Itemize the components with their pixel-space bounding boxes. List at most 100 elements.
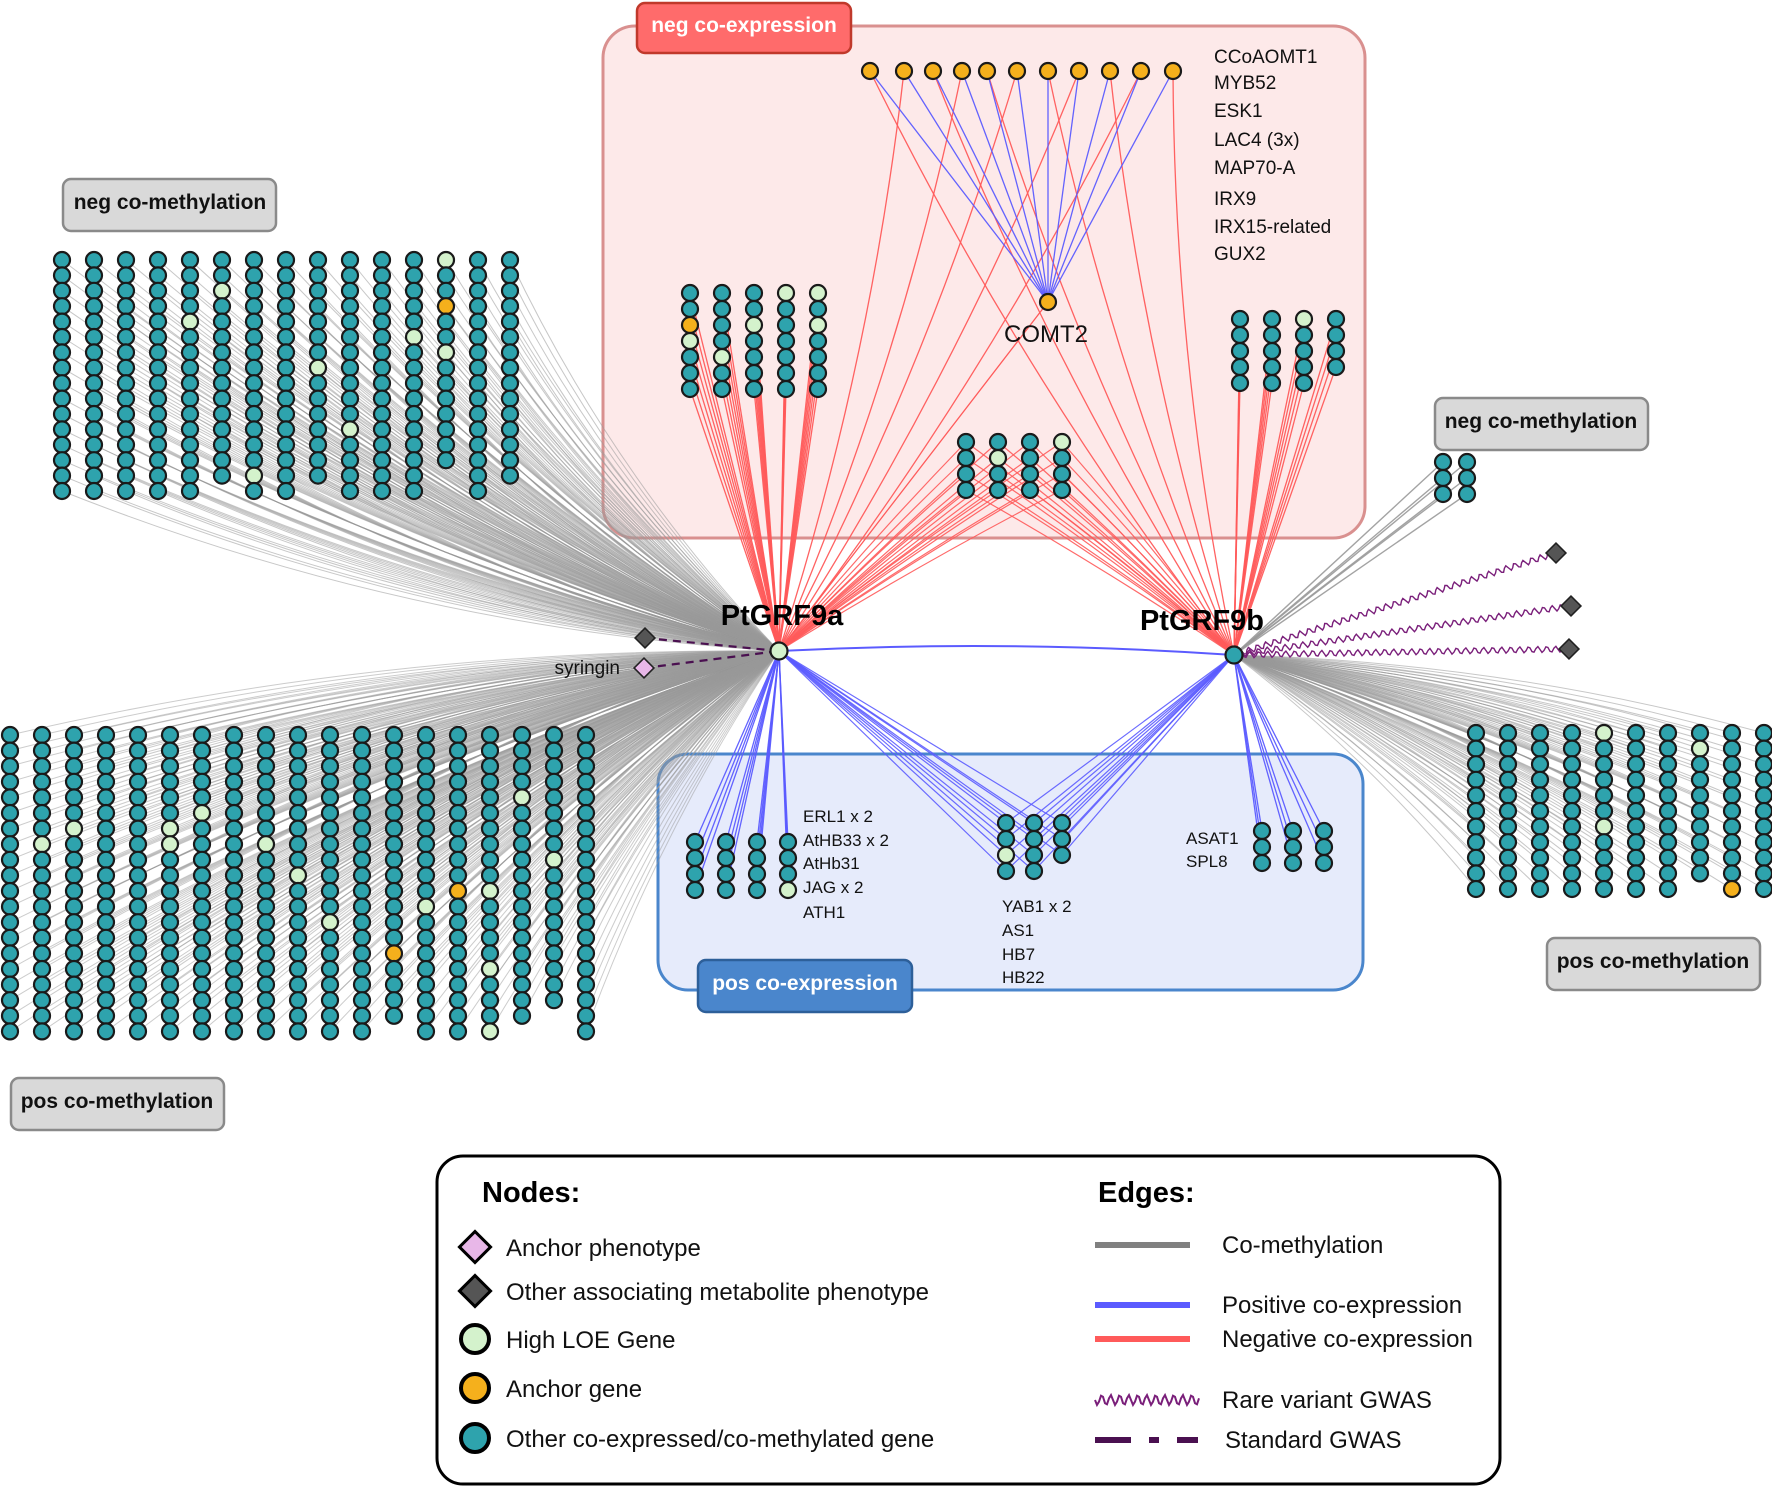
gene-node[interactable]	[224, 897, 244, 916]
gene-node[interactable]	[1052, 845, 1072, 865]
gene-node[interactable]	[308, 404, 328, 424]
gene-node[interactable]	[128, 897, 148, 916]
gene-node[interactable]	[320, 991, 340, 1010]
gene-node[interactable]	[32, 788, 52, 807]
gene-node[interactable]	[1262, 309, 1282, 329]
gene-node[interactable]	[0, 788, 20, 807]
gene-node[interactable]	[288, 757, 308, 776]
gene-node[interactable]	[372, 250, 392, 270]
gene-node[interactable]	[448, 741, 468, 760]
gene-node[interactable]	[544, 803, 564, 823]
gene-node[interactable]	[576, 991, 596, 1010]
gene-node[interactable]	[448, 959, 468, 979]
gene-node[interactable]	[84, 374, 104, 393]
gene-node[interactable]	[320, 741, 340, 760]
gene-node[interactable]	[1626, 739, 1646, 758]
gene-node[interactable]	[1024, 829, 1044, 849]
gene-node[interactable]	[404, 297, 424, 316]
gene-node[interactable]	[776, 299, 796, 319]
gene-node[interactable]	[352, 913, 372, 932]
gene-node[interactable]	[747, 832, 767, 852]
gene-node[interactable]	[1690, 739, 1710, 758]
gene-node[interactable]	[1626, 786, 1646, 805]
gene-node[interactable]	[352, 819, 372, 838]
gene-node[interactable]	[372, 389, 392, 408]
gene-node[interactable]	[500, 327, 520, 347]
gene-node[interactable]	[448, 835, 468, 854]
gene-node[interactable]	[1020, 480, 1040, 500]
gene-node[interactable]	[32, 803, 52, 823]
gene-node[interactable]	[468, 266, 488, 285]
gene-node[interactable]	[576, 897, 596, 916]
gene-node[interactable]	[1466, 864, 1486, 883]
gene-node[interactable]	[1722, 848, 1742, 867]
gene-node[interactable]	[308, 374, 328, 393]
gene-node[interactable]	[96, 772, 116, 791]
gene-node[interactable]	[276, 481, 296, 501]
gene-node[interactable]	[32, 757, 52, 776]
gene-node[interactable]	[384, 928, 404, 947]
gene-node[interactable]	[1658, 723, 1678, 743]
gene-node[interactable]	[512, 788, 532, 807]
gene-node[interactable]	[416, 959, 436, 979]
gene-node[interactable]	[0, 1006, 20, 1025]
gene-node[interactable]	[480, 741, 500, 760]
gene-node[interactable]	[747, 880, 767, 900]
gene-node[interactable]	[256, 835, 276, 854]
gene-node[interactable]	[52, 297, 72, 316]
gene-node[interactable]	[128, 1006, 148, 1025]
gene-node[interactable]	[404, 312, 424, 331]
gene-node[interactable]	[1562, 848, 1582, 867]
gene-node[interactable]	[288, 928, 308, 947]
gene-node[interactable]	[116, 435, 136, 454]
gene-node[interactable]	[96, 881, 116, 901]
gene-node[interactable]	[1658, 755, 1678, 774]
gene-node[interactable]	[404, 374, 424, 393]
gene-node[interactable]	[1457, 452, 1477, 472]
gene-node[interactable]	[320, 975, 340, 994]
gene-node[interactable]	[1626, 801, 1646, 821]
gene-node[interactable]	[436, 451, 456, 470]
gene-node[interactable]	[96, 741, 116, 760]
gene-node[interactable]	[96, 835, 116, 854]
gene-node[interactable]	[372, 404, 392, 424]
gene-node[interactable]	[1722, 755, 1742, 774]
gene-node[interactable]	[384, 881, 404, 901]
gene-node[interactable]	[436, 420, 456, 439]
gene-node[interactable]	[64, 1006, 84, 1025]
gene-node[interactable]	[996, 861, 1016, 881]
gene-node[interactable]	[224, 725, 244, 745]
gene-node[interactable]	[372, 481, 392, 501]
gene-node[interactable]	[416, 991, 436, 1010]
gene-node[interactable]	[192, 1006, 212, 1025]
gene-node[interactable]	[288, 741, 308, 760]
gene-node[interactable]	[352, 975, 372, 994]
gene-node[interactable]	[148, 466, 168, 485]
gene-node[interactable]	[480, 757, 500, 776]
gene-node[interactable]	[64, 975, 84, 994]
gene-node[interactable]	[1498, 864, 1518, 883]
gene-node[interactable]	[1024, 845, 1044, 865]
gene-node[interactable]	[468, 312, 488, 331]
gene-node[interactable]	[180, 481, 200, 501]
gene-node[interactable]	[404, 281, 424, 300]
gene-node[interactable]	[192, 850, 212, 869]
gene-node[interactable]	[480, 928, 500, 947]
gene-node[interactable]	[244, 297, 264, 316]
gene-node[interactable]	[384, 803, 404, 823]
gene-node[interactable]	[404, 420, 424, 439]
gene-node[interactable]	[128, 928, 148, 947]
gene-node[interactable]	[128, 725, 148, 745]
gene-node[interactable]	[480, 835, 500, 854]
gene-node[interactable]	[96, 819, 116, 838]
gene-node[interactable]	[256, 1006, 276, 1025]
gene-node[interactable]	[116, 389, 136, 408]
gene-node[interactable]	[0, 757, 20, 776]
gene-node[interactable]	[808, 315, 828, 335]
gene-node[interactable]	[276, 327, 296, 347]
gene-node[interactable]	[224, 944, 244, 963]
gene-node[interactable]	[32, 819, 52, 838]
gene-node[interactable]	[244, 266, 264, 285]
gene-node[interactable]	[276, 281, 296, 300]
gene-node[interactable]	[747, 848, 767, 868]
